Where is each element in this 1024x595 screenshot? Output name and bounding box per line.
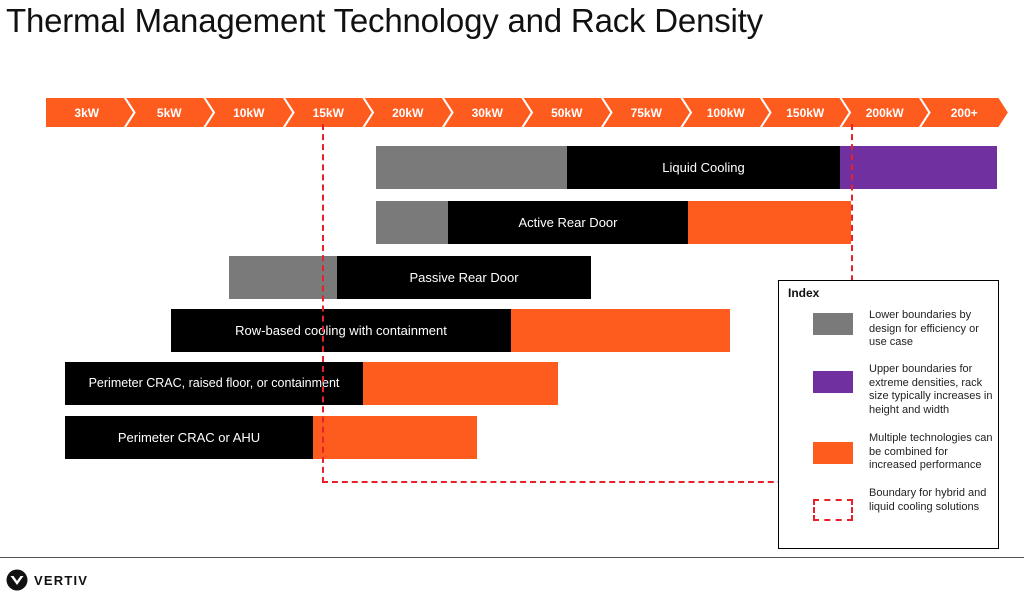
scale-label: 50kW bbox=[551, 106, 583, 120]
legend-swatch-purple bbox=[813, 371, 853, 393]
segment-combined bbox=[688, 201, 851, 244]
bar-active-rear-door: Active Rear Door bbox=[376, 201, 851, 244]
bar-perimeter-crac-ahu: Perimeter CRAC or AHU bbox=[65, 416, 477, 459]
page-title: Thermal Management Technology and Rack D… bbox=[6, 2, 763, 39]
legend-swatch-orange bbox=[813, 442, 853, 464]
bar-row-based-cooling: Row-based cooling with containment bbox=[171, 309, 730, 352]
scale-label: 5kW bbox=[157, 106, 182, 120]
hybrid-liquid-boundary bbox=[322, 124, 853, 483]
scale-chevron bbox=[917, 96, 1011, 129]
scale-label: 200+ bbox=[951, 106, 978, 120]
scale-label: 10kW bbox=[233, 106, 265, 120]
bar-label-row-based-cooling: Row-based cooling with containment bbox=[235, 323, 447, 338]
brand-name: VERTIV bbox=[34, 572, 89, 588]
legend-text: Lower boundaries by design for efficienc… bbox=[869, 309, 979, 348]
segment-combined bbox=[363, 362, 558, 405]
segment-upper-boundary bbox=[840, 146, 997, 189]
bar-label-passive-rear-door: Passive Rear Door bbox=[409, 270, 519, 285]
legend-text: Multiple technologies can be combined fo… bbox=[869, 432, 993, 471]
segment-lower-boundary bbox=[376, 201, 448, 244]
footer-divider bbox=[0, 557, 1024, 558]
scale-label: 3kW bbox=[74, 106, 99, 120]
scale-label: 30kW bbox=[472, 106, 504, 120]
bar-liquid-cooling: Liquid Cooling bbox=[376, 146, 997, 189]
vertiv-logo-icon bbox=[6, 569, 28, 591]
scale-label: 15kW bbox=[313, 106, 345, 120]
segment-core-range bbox=[567, 146, 840, 189]
scale-label: 75kW bbox=[631, 106, 663, 120]
legend-index: Index Lower boundaries by design for eff… bbox=[778, 280, 999, 549]
bar-label-perimeter-crac-ahu: Perimeter CRAC or AHU bbox=[117, 430, 261, 445]
segment-core-range bbox=[65, 416, 313, 459]
bar-label-perimeter-crac-raised-floor: Perimeter CRAC, raised floor, or contain… bbox=[88, 376, 340, 390]
segment-core-range bbox=[171, 309, 511, 352]
segment-core-range bbox=[65, 362, 363, 405]
legend-text: Upper boundaries for extreme densities, … bbox=[869, 363, 993, 416]
segment-lower-boundary bbox=[376, 146, 567, 189]
bar-label-liquid-cooling: Liquid Cooling bbox=[662, 160, 745, 175]
scale-label: 100kW bbox=[707, 106, 746, 120]
brand-logo: VERTIV bbox=[6, 569, 88, 591]
segment-core-range bbox=[337, 256, 591, 299]
legend-swatch-dashed-boundary bbox=[813, 499, 853, 521]
segment-combined bbox=[313, 416, 477, 459]
scale-label: 150kW bbox=[786, 106, 825, 120]
legend-swatch-gray bbox=[813, 313, 853, 335]
scale-label: 200kW bbox=[866, 106, 905, 120]
segment-core-range bbox=[448, 201, 688, 244]
density-scale-arrow: 3kW 5kW 10kW 15kW 20kW 30kW 50kW 75kW 100kW 150kW… bbox=[44, 96, 1011, 129]
segment-lower-boundary bbox=[229, 256, 337, 299]
scale-label: 20kW bbox=[392, 106, 424, 120]
bar-passive-rear-door: Passive Rear Door bbox=[229, 256, 591, 299]
bar-label-active-rear-door: Active Rear Door bbox=[518, 215, 618, 230]
segment-combined bbox=[511, 309, 730, 352]
legend-title: Index bbox=[788, 286, 820, 300]
bar-perimeter-crac-raised-floor: Perimeter CRAC, raised floor, or contain… bbox=[65, 362, 558, 405]
legend-text: Boundary for hybrid and liquid cooling s… bbox=[869, 487, 987, 513]
